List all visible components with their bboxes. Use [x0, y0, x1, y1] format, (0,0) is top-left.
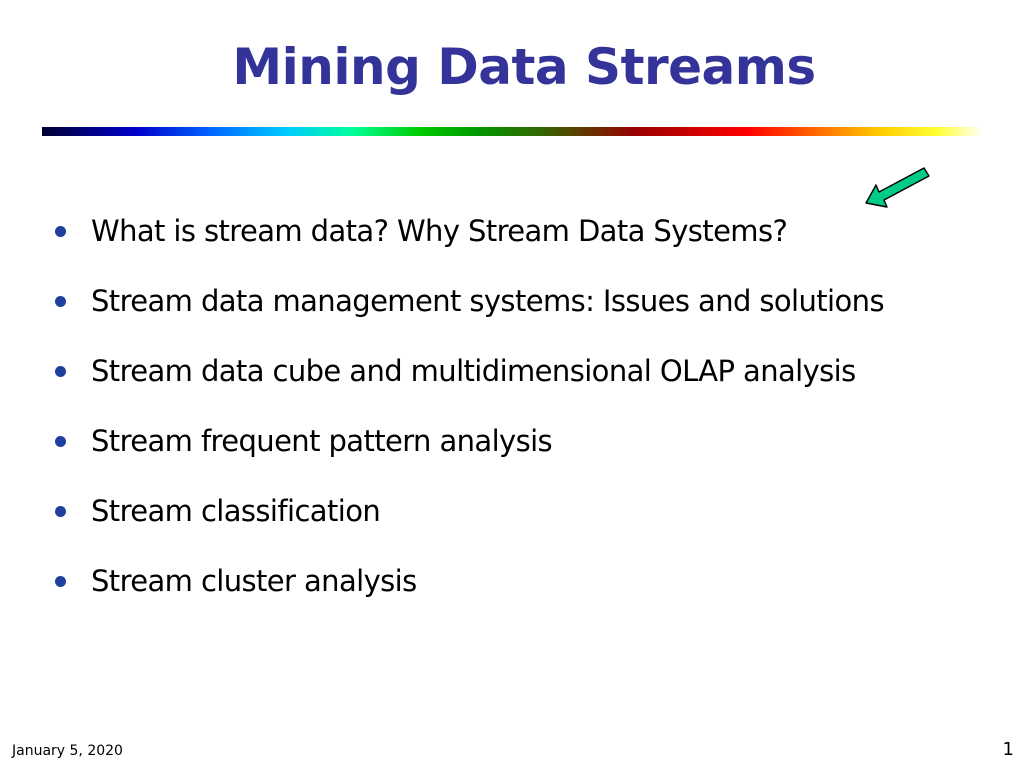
bullet-item: Stream data management systems: Issues a…	[55, 266, 885, 336]
bullet-dot-icon	[55, 225, 66, 237]
bullet-text: Stream data management systems: Issues a…	[91, 284, 885, 318]
bullet-text: Stream classification	[91, 494, 381, 528]
pointer-arrow-icon	[865, 167, 930, 208]
bullet-item: Stream frequent pattern analysis	[55, 406, 884, 476]
rainbow-divider	[42, 127, 984, 136]
slide-title: Mining Data Streams	[232, 38, 816, 96]
bullet-dot-icon	[55, 435, 66, 447]
bullet-dot-icon	[55, 365, 66, 377]
bullet-text: Stream frequent pattern analysis	[91, 424, 553, 458]
bullet-text: What is stream data? Why Stream Data Sys…	[91, 214, 788, 248]
footer-date: January 5, 2020	[12, 743, 123, 759]
page-number: 1	[1002, 739, 1014, 760]
bullet-list: What is stream data? Why Stream Data Sys…	[55, 196, 885, 616]
bullet-item: Stream cluster analysis	[55, 546, 884, 616]
bullet-dot-icon	[55, 295, 66, 307]
bullet-text: Stream cluster analysis	[91, 564, 417, 598]
bullet-item: Stream classification	[55, 476, 884, 546]
bullet-dot-icon	[55, 575, 66, 587]
bullet-item: Stream data cube and multidimensional OL…	[55, 336, 884, 406]
bullet-dot-icon	[55, 505, 66, 517]
bullet-text: Stream data cube and multidimensional OL…	[91, 354, 856, 388]
bullet-item: What is stream data? Why Stream Data Sys…	[55, 196, 884, 266]
